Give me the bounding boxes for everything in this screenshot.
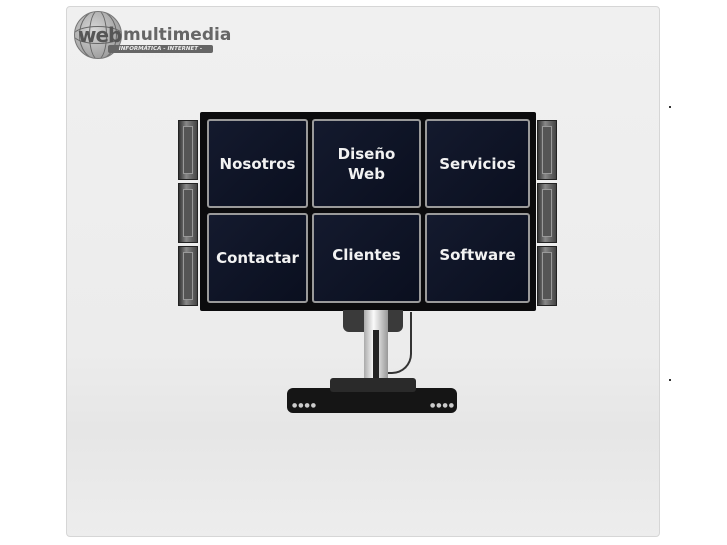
monitor-stand-pole — [364, 310, 388, 388]
logo-web-text: web — [78, 23, 122, 47]
side-speaker — [178, 120, 198, 180]
logo-tagline: INFORMÁTICA - INTERNET - FORMACIÓN — [108, 45, 213, 60]
logo[interactable]: web multimedia INFORMÁTICA - INTERNET - … — [74, 11, 234, 60]
menu-clientes[interactable]: Clientes — [312, 213, 421, 303]
side-speaker — [537, 120, 557, 180]
menu-diseno-web[interactable]: Diseño Web — [312, 119, 421, 208]
side-speaker — [178, 183, 198, 243]
globe-icon — [74, 11, 122, 59]
monitor-base-top — [330, 378, 416, 392]
menu-servicios[interactable]: Servicios — [425, 119, 530, 208]
base-lights: ●●●● — [292, 402, 317, 409]
marker — [669, 379, 671, 381]
marker — [669, 106, 671, 108]
monitor-cable — [384, 312, 412, 374]
logo-multimedia-text: multimedia — [123, 25, 232, 45]
menu-nosotros[interactable]: Nosotros — [207, 119, 308, 208]
side-speaker — [537, 183, 557, 243]
side-speaker — [537, 246, 557, 306]
menu-software[interactable]: Software — [425, 213, 530, 303]
base-lights: ●●●● — [430, 402, 455, 409]
menu-contactar[interactable]: Contactar — [207, 213, 308, 303]
side-speaker — [178, 246, 198, 306]
monitor-base — [287, 388, 457, 413]
